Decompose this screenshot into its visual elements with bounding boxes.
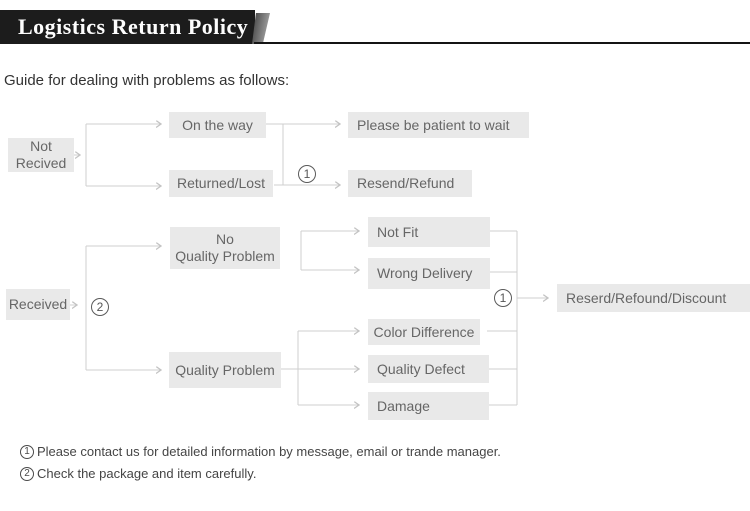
flow-node-wrong-delivery: Wrong Delivery bbox=[368, 258, 490, 289]
flow-node-no-quality-problem: No Quality Problem bbox=[170, 227, 280, 269]
flow-node-resend-refund-discount: Reserd/Refound/Discount bbox=[557, 284, 750, 312]
step-1-marker-icon: 1 bbox=[298, 165, 316, 183]
flow-node-on-the-way: On the way bbox=[169, 112, 266, 138]
footnote-1-text: Please contact us for detailed informati… bbox=[37, 444, 501, 459]
flow-node-not-fit: Not Fit bbox=[368, 217, 490, 247]
flow-node-resend-refund: Resend/Refund bbox=[348, 170, 472, 197]
flow-node-color-difference: Color Difference bbox=[368, 319, 480, 345]
flow-node-quality-problem: Quality Problem bbox=[169, 352, 281, 388]
flow-node-not-received: Not Recived bbox=[8, 138, 74, 172]
flow-node-damage: Damage bbox=[368, 392, 489, 420]
step-1-marker-icon: 1 bbox=[20, 444, 34, 459]
intro-text: Guide for dealing with problems as follo… bbox=[4, 72, 290, 89]
header-banner: Logistics Return Policy bbox=[0, 10, 255, 44]
step-2-marker-icon: 2 bbox=[20, 466, 34, 481]
step-2-marker-icon: 2 bbox=[91, 298, 109, 316]
footnote-2-text: Check the package and item carefully. bbox=[37, 466, 257, 481]
footnote-1: 1 Please contact us for detailed informa… bbox=[20, 444, 501, 459]
flow-node-quality-defect: Quality Defect bbox=[368, 355, 489, 383]
page-title: Logistics Return Policy bbox=[18, 14, 249, 39]
flow-node-please-wait: Please be patient to wait bbox=[348, 112, 529, 138]
flow-node-returned-lost: Returned/Lost bbox=[169, 170, 273, 197]
header-rule-line bbox=[254, 42, 750, 44]
step-1-marker-icon: 1 bbox=[494, 289, 512, 307]
flow-node-received: Received bbox=[6, 289, 70, 320]
footnote-2: 2 Check the package and item carefully. bbox=[20, 466, 256, 481]
